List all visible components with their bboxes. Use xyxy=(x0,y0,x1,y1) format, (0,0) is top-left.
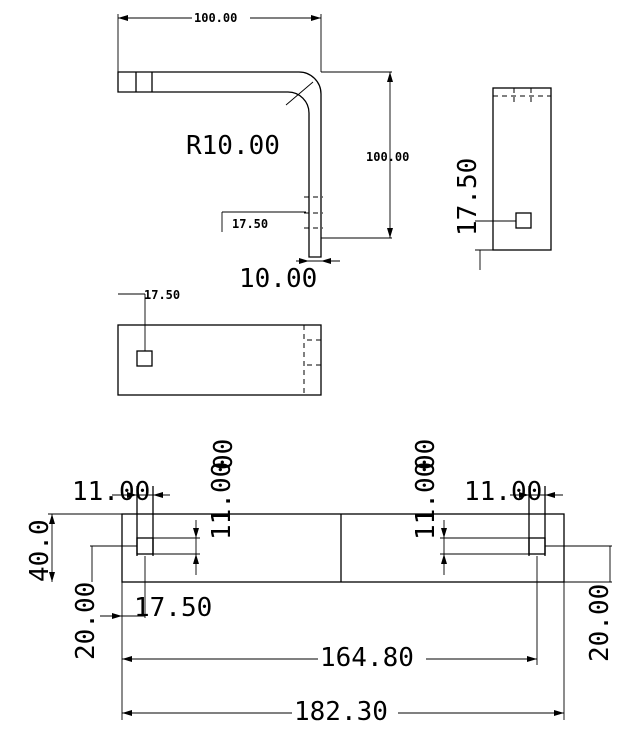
right-vertical-label: 11.00 xyxy=(411,462,441,540)
front-offset-label: 17.50 xyxy=(144,288,180,302)
left-spacing-label: 11.00 xyxy=(72,477,150,507)
radius-label: R10.00 xyxy=(186,131,280,161)
top-view: 100.00 100.00 R10.00 17.50 10.00 xyxy=(117,10,409,294)
left-hole-offset-label: 20.00 xyxy=(71,582,101,660)
height-label: 40.0 xyxy=(25,519,55,582)
side-offset-label: 17.50 xyxy=(453,158,483,236)
top-width-label: 100.00 xyxy=(194,11,237,25)
total-length-label: 182.30 xyxy=(294,697,388,727)
right-hole-offset-label: 20.00 xyxy=(585,584,615,662)
radius-leader xyxy=(285,81,314,106)
left-top-vertical-label: 00 xyxy=(209,439,239,470)
slot-offset-label: 17.50 xyxy=(232,217,268,231)
bracket-outline xyxy=(117,71,322,258)
thickness-label: 10.00 xyxy=(239,264,317,294)
front-view: 17.50 xyxy=(117,288,322,396)
left-vertical-label: 11.00 xyxy=(207,462,237,540)
hole-span-label: 164.80 xyxy=(320,643,414,673)
side-view: 17.50 xyxy=(453,87,552,270)
right-top-vertical-label: 00 xyxy=(411,439,441,470)
bottom-view: 11.00 11.00 11.00 00 11.00 00 40.0 20. xyxy=(25,439,615,727)
bottom-offset-label: 17.50 xyxy=(134,593,212,623)
top-height-label: 100.00 xyxy=(366,150,409,164)
right-spacing-label: 11.00 xyxy=(464,477,542,507)
